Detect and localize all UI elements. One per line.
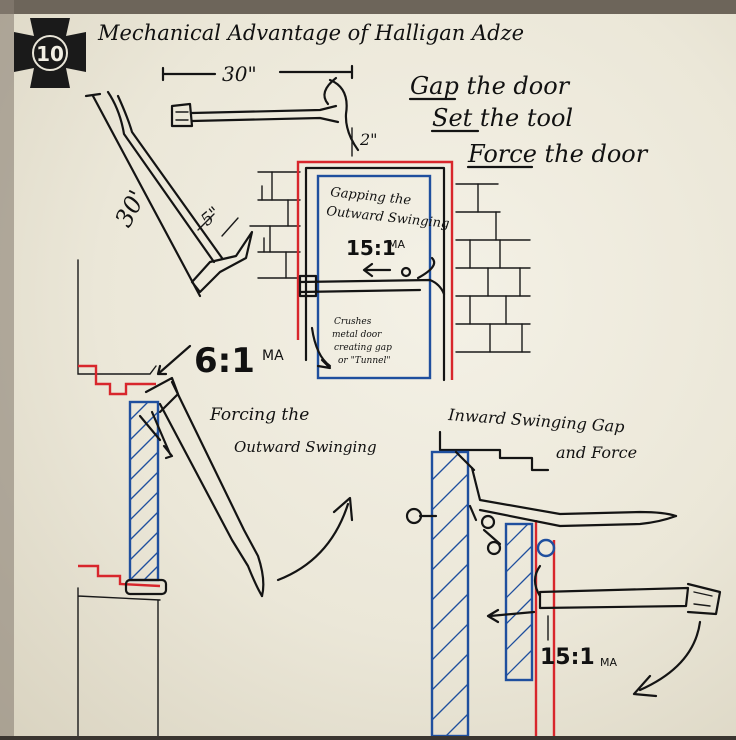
step-gap: Gap the door [410,72,571,100]
gapping-label: Gapping the Outward Swinging [326,185,450,232]
fire-department-badge-icon: 10 [14,18,86,88]
halligan-diagonal: 30' 5" [84,90,254,298]
forcing-label: Forcing the Outward Swinging [209,405,377,456]
gapping-unit: MA [388,238,405,251]
svg-text:Forcing the: Forcing the [209,405,309,425]
halligan-top-view: 30" 2" [161,62,378,157]
svg-text:Inward Swinging Gap: Inward Swinging Gap [447,405,625,436]
halligan-inward-upper [454,450,678,528]
halligan-inward-lower [533,564,722,616]
hinge-icon [405,507,502,556]
svg-text:and Force: and Force [556,443,637,462]
inward-door [504,520,556,736]
inward-ratio: 15:1 [540,645,595,670]
diagram-title: Mechanical Advantage of Halligan Adze [97,21,524,45]
inward-wall [430,450,470,738]
forcing-ratio: 6:1 [194,341,255,381]
dimension-tool-length: 30" [222,62,257,86]
svg-text:creating gap: creating gap [334,343,392,353]
inward-label: Inward Swinging Gap and Force [447,405,637,462]
gapping-ratio: 15:1 [346,236,396,260]
svg-text:metal door: metal door [332,330,382,340]
steps-list: Gap the door Set the tool Force the door [408,72,649,169]
step-force: Force the door [467,140,649,168]
gapping-arrow-icon [362,262,392,278]
inward-push-arrow-icon [486,608,536,624]
svg-text:Outward Swinging: Outward Swinging [234,438,377,456]
badge-number: 10 [36,42,64,66]
forcing-unit: MA [262,348,284,364]
note-arrow-icon [310,326,332,370]
svg-text:or "Tunnel": or "Tunnel" [338,356,390,366]
svg-text:Outward Swinging: Outward Swinging [326,204,450,232]
board-frame-top [0,0,736,14]
halligan-forcing [138,376,265,598]
board-frame-left [0,0,14,736]
inward-unit: MA [600,656,617,669]
gapping-note: Crushes metal door creating gap or "Tunn… [332,317,392,366]
dimension-adze-width: 2" [359,130,378,149]
step-set: Set the tool [432,104,573,132]
door-frame-gapping [296,160,454,382]
brick-wall-left [249,171,301,279]
halligan-gapping [298,256,446,298]
inward-rotation-arrow-icon [632,620,702,698]
forcing-rotation-arrow-icon [276,496,354,582]
svg-text:Crushes: Crushes [334,317,372,327]
door-outward [316,174,432,380]
forcing-ratio-arrow-icon [156,344,192,376]
forcing-doorframe [77,259,161,737]
forcing-door [124,400,168,596]
pivot-icon [400,266,412,278]
brick-wall-right [455,183,531,353]
inward-header [438,430,550,472]
